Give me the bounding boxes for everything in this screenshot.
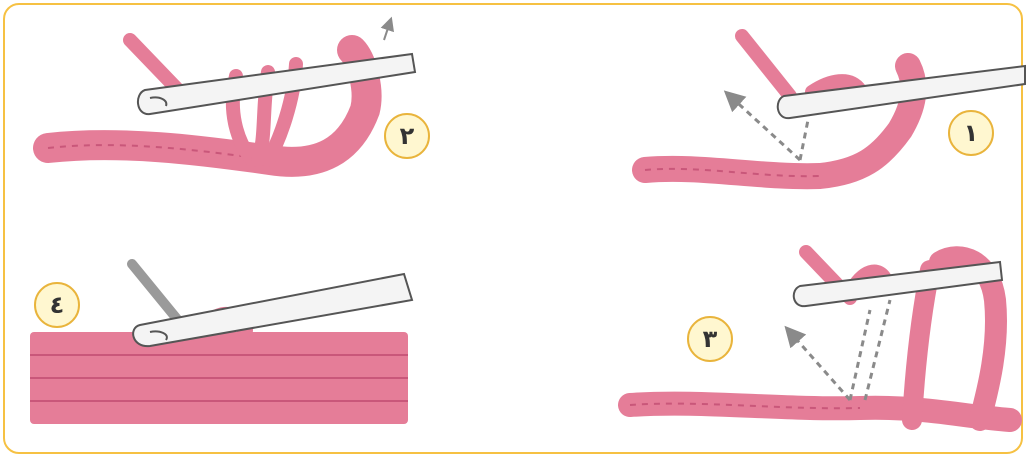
step-3-badge: ٣	[687, 316, 733, 362]
step-1-badge: ١	[948, 110, 994, 156]
step-2-illustration	[48, 22, 415, 162]
step-2-badge: ٢	[384, 113, 430, 159]
step-4-illustration	[30, 264, 412, 424]
step-3-yarn-chain	[630, 404, 1010, 420]
step-4-badge: ٤	[34, 282, 80, 328]
